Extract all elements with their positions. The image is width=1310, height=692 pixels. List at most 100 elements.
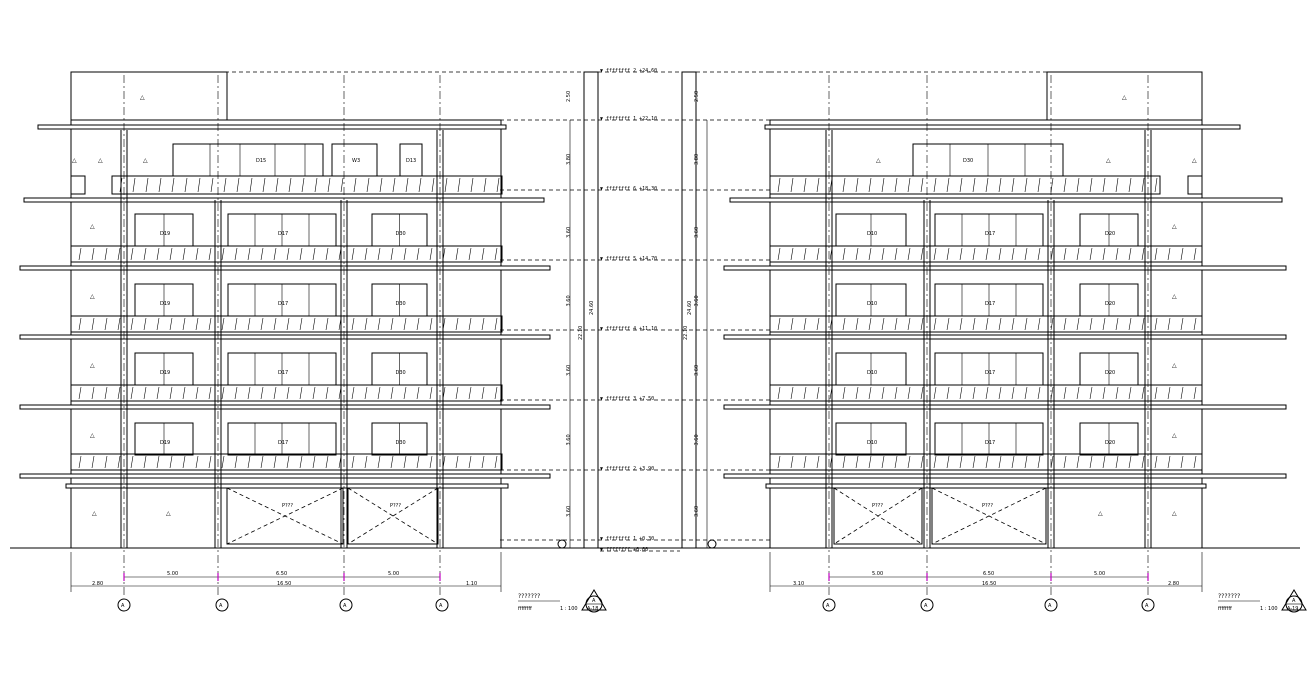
right-window-tag: D17	[985, 301, 995, 307]
svg-text:△: △	[90, 223, 95, 230]
svg-text:△: △	[1106, 157, 1111, 164]
right-shop-tag-2: P???	[982, 503, 993, 509]
left-top-tag-2: W3	[352, 158, 360, 164]
svg-text:△: △	[98, 157, 103, 164]
left-storey-dim: 3.60	[566, 227, 572, 238]
left-slab-3	[19, 404, 551, 410]
right-elevation: △ D30 △ △ △ △ △	[723, 71, 1307, 613]
left-storey-dim: 3.80	[566, 154, 572, 165]
right-storey-dim: 3.80	[694, 154, 700, 165]
right-storey-dim: 2.50	[694, 91, 700, 102]
right-total-dim: 16.50	[982, 581, 996, 587]
right-bay-dim-3: 5.00	[1094, 571, 1105, 577]
right-window-tag: D10	[867, 370, 877, 376]
right-window-tag: D17	[985, 231, 995, 237]
left-slab-4	[19, 334, 551, 340]
left-drawing-title: ???????	[518, 593, 540, 600]
left-window-tag: D17	[278, 301, 288, 307]
svg-text:ffffffff: ffffffff	[518, 606, 532, 612]
svg-text:△: △	[90, 432, 95, 439]
svg-text:△: △	[166, 510, 171, 517]
left-edge-dim-left: 2.80	[92, 581, 103, 587]
svg-text:△: △	[1172, 293, 1177, 300]
right-storey-dim: 3.60	[694, 434, 700, 445]
level-marker: ▼ ffffffff 6 +18.30	[600, 186, 657, 192]
left-total-dim: 16.50	[277, 581, 291, 587]
level-marker: ▼ ffffffff 1 +22.10	[600, 116, 657, 122]
right-window-tag: D20	[1105, 231, 1115, 237]
right-storey-dim: 3.60	[694, 365, 700, 376]
right-edge-dim-left: 3.10	[793, 581, 804, 587]
svg-text:△: △	[1192, 157, 1197, 164]
svg-text:ffffffff: ffffffff	[1218, 606, 1232, 612]
level-column: ▼ ffffffff 2 +24.60▼ ffffffff 1 +22.10▼ …	[500, 68, 770, 553]
left-storey-dim: 3.60	[566, 365, 572, 376]
svg-text:△: △	[90, 293, 95, 300]
left-storey-dim: 3.60	[566, 295, 572, 306]
right-section-symbol: A A-19	[1281, 589, 1307, 613]
left-slab-6	[23, 197, 545, 203]
svg-text:△: △	[1172, 510, 1177, 517]
left-section-symbol: A A-18	[581, 589, 607, 613]
level-marker: ▼ ffffffff 1 +0.30	[600, 536, 654, 542]
left-warning-icon: △	[140, 94, 145, 101]
right-window-tag: D10	[867, 301, 877, 307]
left-edge-dim-right: 1.10	[466, 581, 477, 587]
svg-text:△: △	[90, 362, 95, 369]
left-window-tag: D19	[160, 370, 170, 376]
left-storey-dim: 3.60	[566, 506, 572, 517]
svg-text:△: △	[876, 157, 881, 164]
level-marker: ▼ ffffffff 5 +14.70	[600, 256, 657, 262]
right-shop-front-1	[833, 487, 923, 545]
left-total-height: 24.60	[589, 301, 595, 315]
right-axis-bubbles: A A A A	[822, 598, 1155, 612]
left-shop-tag-2: P???	[390, 503, 401, 509]
left-window-tag: D19	[160, 301, 170, 307]
left-window-tag: D19	[160, 231, 170, 237]
svg-text:△: △	[72, 157, 77, 164]
left-storey-dim: 2.50	[566, 91, 572, 102]
right-window-tag: D10	[867, 440, 877, 446]
svg-text:△: △	[1172, 432, 1177, 439]
right-storey-dim: 3.60	[694, 506, 700, 517]
left-storey-dim: 3.60	[566, 434, 572, 445]
left-shop-tag-1: P???	[282, 503, 293, 509]
right-drawing-title: ???????	[1218, 593, 1240, 600]
right-shop-front-2	[931, 487, 1047, 545]
left-window-tag: D17	[278, 370, 288, 376]
left-bay-dim-2: 6.50	[276, 571, 287, 577]
level-marker: ▼ ffffffff 3 +7.50	[600, 396, 654, 402]
right-window-tag: D10	[867, 231, 877, 237]
svg-text:A: A	[1145, 603, 1149, 609]
left-top-tag-1: D15	[256, 158, 266, 164]
left-building-body	[70, 119, 502, 549]
left-balcony-2	[70, 453, 503, 471]
right-roof-height: 22.10	[683, 326, 689, 340]
right-bay-dim-2: 6.50	[983, 571, 994, 577]
left-window-tag: D30	[396, 440, 406, 446]
left-axis-bubbles: A A A A	[117, 598, 449, 612]
svg-text:△: △	[1172, 223, 1177, 230]
svg-text:△: △	[1098, 510, 1103, 517]
right-bay-dim-1: 5.00	[872, 571, 883, 577]
left-slab-2	[19, 473, 551, 479]
right-scale: 1 : 100	[1260, 606, 1278, 612]
left-bay-dim-1: 5.00	[167, 571, 178, 577]
left-roof-box	[70, 71, 228, 121]
right-storey-dim: 3.60	[694, 295, 700, 306]
svg-text:△: △	[1122, 94, 1127, 101]
right-storey-dim: 3.60	[694, 227, 700, 238]
svg-text:A: A	[219, 603, 223, 609]
right-edge-dim-right: 2.80	[1168, 581, 1179, 587]
right-window-tag: D17	[985, 370, 995, 376]
right-building-body	[769, 119, 1203, 549]
svg-text:A: A	[1048, 603, 1052, 609]
left-bay-dim-3: 5.00	[388, 571, 399, 577]
svg-text:A-19: A-19	[1287, 606, 1298, 612]
left-window-tag: D19	[160, 440, 170, 446]
svg-text:A: A	[592, 598, 596, 604]
svg-text:△: △	[1172, 362, 1177, 369]
svg-text:A: A	[121, 603, 125, 609]
